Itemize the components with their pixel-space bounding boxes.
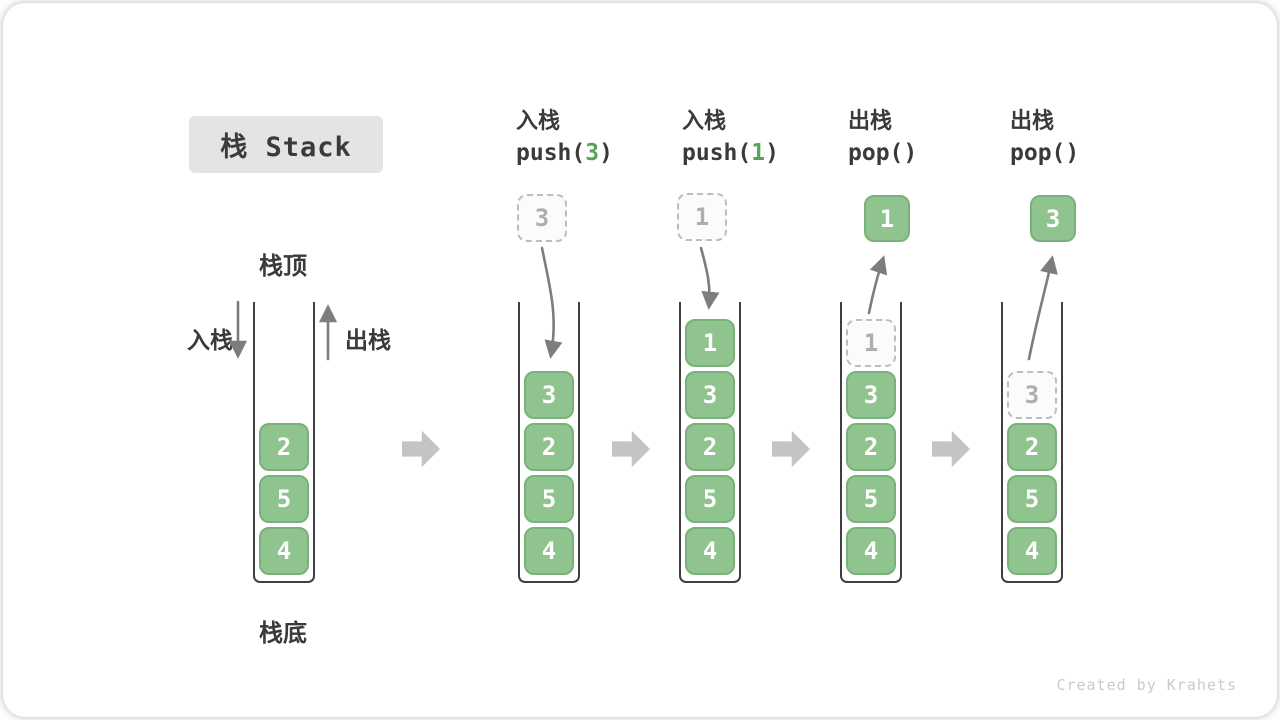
operation-code: pop() xyxy=(848,140,918,166)
transition-arrow-icon xyxy=(402,430,440,468)
stack-item: 2 xyxy=(1007,423,1057,471)
push1-curve-arrow-icon xyxy=(699,246,720,310)
operation-code: pop() xyxy=(1010,140,1080,166)
stack-item: 2 xyxy=(846,423,896,471)
push-in-label: 入栈 xyxy=(187,327,233,353)
operation-label: 入栈 xyxy=(516,108,561,133)
operation-label: 出栈 xyxy=(1010,108,1055,133)
stack-item: 4 xyxy=(259,527,309,575)
column-header-push-3: 入栈 push(3) xyxy=(516,103,676,166)
stack-item: 2 xyxy=(259,423,309,471)
stack-item: 1 xyxy=(685,319,735,367)
stack-item: 4 xyxy=(846,527,896,575)
stack-item: 3 xyxy=(524,371,574,419)
stack-item: 4 xyxy=(1007,527,1057,575)
stack-item: 3 xyxy=(846,371,896,419)
floating-item-push-3: 3 xyxy=(517,194,567,242)
column-header-push-1: 入栈 push(1) xyxy=(682,103,842,166)
ghost-item: 1 xyxy=(846,319,896,367)
stack-item: 5 xyxy=(524,475,574,523)
stack-item: 3 xyxy=(685,371,735,419)
stack-item: 5 xyxy=(685,475,735,523)
column-header-pop-1: 出栈 pop() xyxy=(848,103,1008,166)
floating-item-push-1: 1 xyxy=(677,193,727,241)
ghost-item: 3 xyxy=(1007,371,1057,419)
stack-item: 4 xyxy=(685,527,735,575)
stack-item: 4 xyxy=(524,527,574,575)
diagram-title: 栈 Stack xyxy=(220,132,352,163)
stack-top-label: 栈顶 xyxy=(259,253,307,280)
stack-item: 5 xyxy=(846,475,896,523)
operation-label: 出栈 xyxy=(848,108,893,133)
stack-item: 2 xyxy=(524,423,574,471)
operation-code: push(1) xyxy=(682,140,779,166)
floating-item-pop-3: 3 xyxy=(1030,195,1076,242)
stack-item: 5 xyxy=(1007,475,1057,523)
column-header-pop-3: 出栈 pop() xyxy=(1010,103,1170,166)
transition-arrow-icon xyxy=(612,430,650,468)
operation-label: 入栈 xyxy=(682,108,727,133)
operation-code: push(3) xyxy=(516,140,613,166)
stack-item: 5 xyxy=(259,475,309,523)
pop-out-label: 出栈 xyxy=(345,327,391,353)
diagram-title-box: 栈 Stack xyxy=(189,116,383,173)
transition-arrow-icon xyxy=(772,430,810,468)
credit-watermark: Created by Krahets xyxy=(1056,676,1237,694)
floating-item-pop-1: 1 xyxy=(864,195,910,242)
stack-bottom-label: 栈底 xyxy=(259,620,307,647)
transition-arrow-icon xyxy=(932,430,970,468)
stack-item: 2 xyxy=(685,423,735,471)
